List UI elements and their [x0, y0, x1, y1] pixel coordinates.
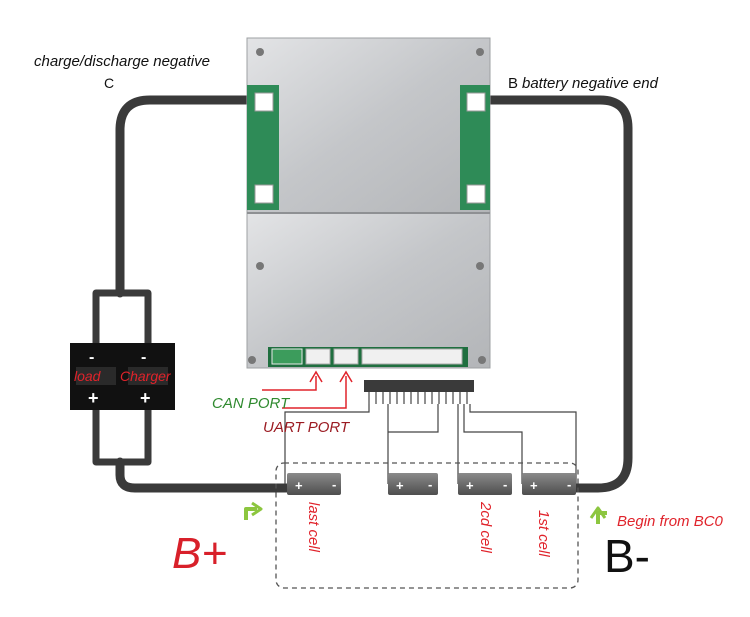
- begin-arrow-icon: [589, 506, 607, 524]
- uart-connector: [305, 348, 331, 365]
- cell-mid: [388, 473, 438, 495]
- load-plus-sign: +: [88, 388, 99, 408]
- load-minus-sign: -: [89, 349, 94, 366]
- balance-connector: [361, 348, 463, 365]
- b-minus-label: B-: [604, 530, 650, 582]
- screw-icon: [478, 356, 486, 364]
- begin-from-label: Begin from BC0: [617, 513, 724, 530]
- load-charger-loop: [92, 289, 152, 466]
- b-terminal-hole: [466, 92, 486, 112]
- last-cell-label: last cell: [305, 502, 322, 553]
- bplus-arrow-icon: [244, 501, 263, 520]
- load-label: load: [74, 368, 102, 384]
- can-port-label: CAN PORT: [212, 395, 291, 412]
- terminal-c-label: C: [104, 75, 114, 91]
- charger-minus-sign: -: [141, 349, 146, 366]
- first-cell-label: 1st cell: [535, 510, 552, 557]
- load-block: [70, 343, 122, 410]
- cell-plus-sign: +: [530, 478, 538, 493]
- cell-plus-sign: +: [295, 478, 303, 493]
- battery-pack-outline: [275, 462, 579, 589]
- uart-port-label: UART PORT: [263, 419, 351, 436]
- can-connector: [271, 348, 303, 365]
- cable-bplus: [115, 457, 305, 493]
- charger-label: Charger: [120, 368, 172, 384]
- screw-icon: [248, 356, 256, 364]
- terminal-b-label: B: [508, 75, 518, 92]
- cell-minus-sign: -: [428, 477, 432, 492]
- charge-discharge-label: charge/discharge negative: [34, 53, 210, 70]
- cell-plus-sign: +: [396, 478, 404, 493]
- cable-c-to-load: [115, 95, 263, 298]
- c-terminal-hole: [254, 92, 274, 112]
- cell-first: [522, 473, 576, 495]
- cell-second: [458, 473, 512, 495]
- balance-harness: [284, 380, 577, 484]
- cell-minus-sign: -: [567, 477, 571, 492]
- cable-b-to-first-cell: [473, 95, 633, 493]
- screw-icon: [256, 262, 264, 270]
- battery-negative-end-label: battery negative end: [522, 75, 659, 92]
- second-cell-label: 2cd cell: [477, 501, 494, 554]
- charger-plus-sign: +: [140, 388, 151, 408]
- cell-minus-sign: -: [332, 477, 336, 492]
- bms-board: [246, 37, 491, 369]
- screw-icon: [476, 262, 484, 270]
- screw-icon: [476, 48, 484, 56]
- cell-last: [287, 473, 341, 495]
- b-plus-label: B+: [172, 529, 227, 578]
- main-cables: [115, 95, 633, 493]
- cell-plus-sign: +: [466, 478, 474, 493]
- port-pointers: [262, 370, 353, 409]
- screw-icon: [256, 48, 264, 56]
- cell-minus-sign: -: [503, 477, 507, 492]
- charger-block: [122, 343, 175, 410]
